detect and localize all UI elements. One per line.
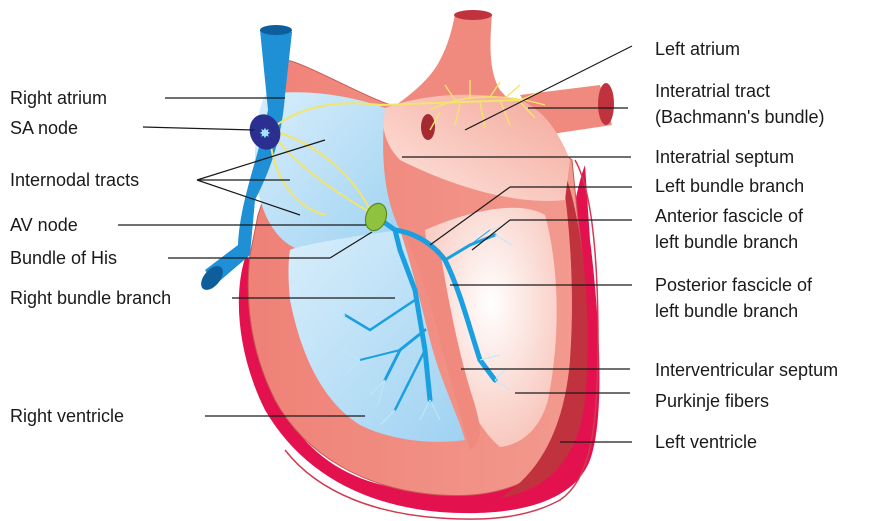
label-anterior-fascicle-2: left bundle branch [655, 232, 798, 252]
label-interatrial-tract-1: Interatrial tract [655, 81, 770, 101]
pulmonary-vein-opening [598, 83, 614, 125]
label-right-ventricle: Right ventricle [10, 406, 124, 426]
label-left-bundle-branch: Left bundle branch [655, 176, 804, 196]
label-left-ventricle: Left ventricle [655, 432, 757, 452]
label-interventricular-septum: Interventricular septum [655, 360, 838, 380]
label-right-atrium: Right atrium [10, 88, 107, 108]
label-left-atrium: Left atrium [655, 39, 740, 59]
label-anterior-fascicle-1: Anterior fascicle of [655, 206, 804, 226]
label-internodal-tracts: Internodal tracts [10, 170, 139, 190]
label-interatrial-septum: Interatrial septum [655, 147, 794, 167]
left-atrium-opening [421, 114, 435, 140]
label-posterior-fascicle-2: left bundle branch [655, 301, 798, 321]
sa-node-star-icon: ✸ [259, 126, 271, 142]
label-purkinje-fibers: Purkinje fibers [655, 391, 769, 411]
label-av-node: AV node [10, 215, 78, 235]
label-sa-node: SA node [10, 118, 78, 138]
label-bundle-of-his: Bundle of His [10, 248, 117, 268]
label-right-bundle-branch: Right bundle branch [10, 288, 171, 308]
label-posterior-fascicle-1: Posterior fascicle of [655, 275, 813, 295]
svc-opening [260, 25, 292, 35]
aorta-opening [454, 10, 492, 20]
label-interatrial-tract-2: (Bachmann's bundle) [655, 107, 825, 127]
